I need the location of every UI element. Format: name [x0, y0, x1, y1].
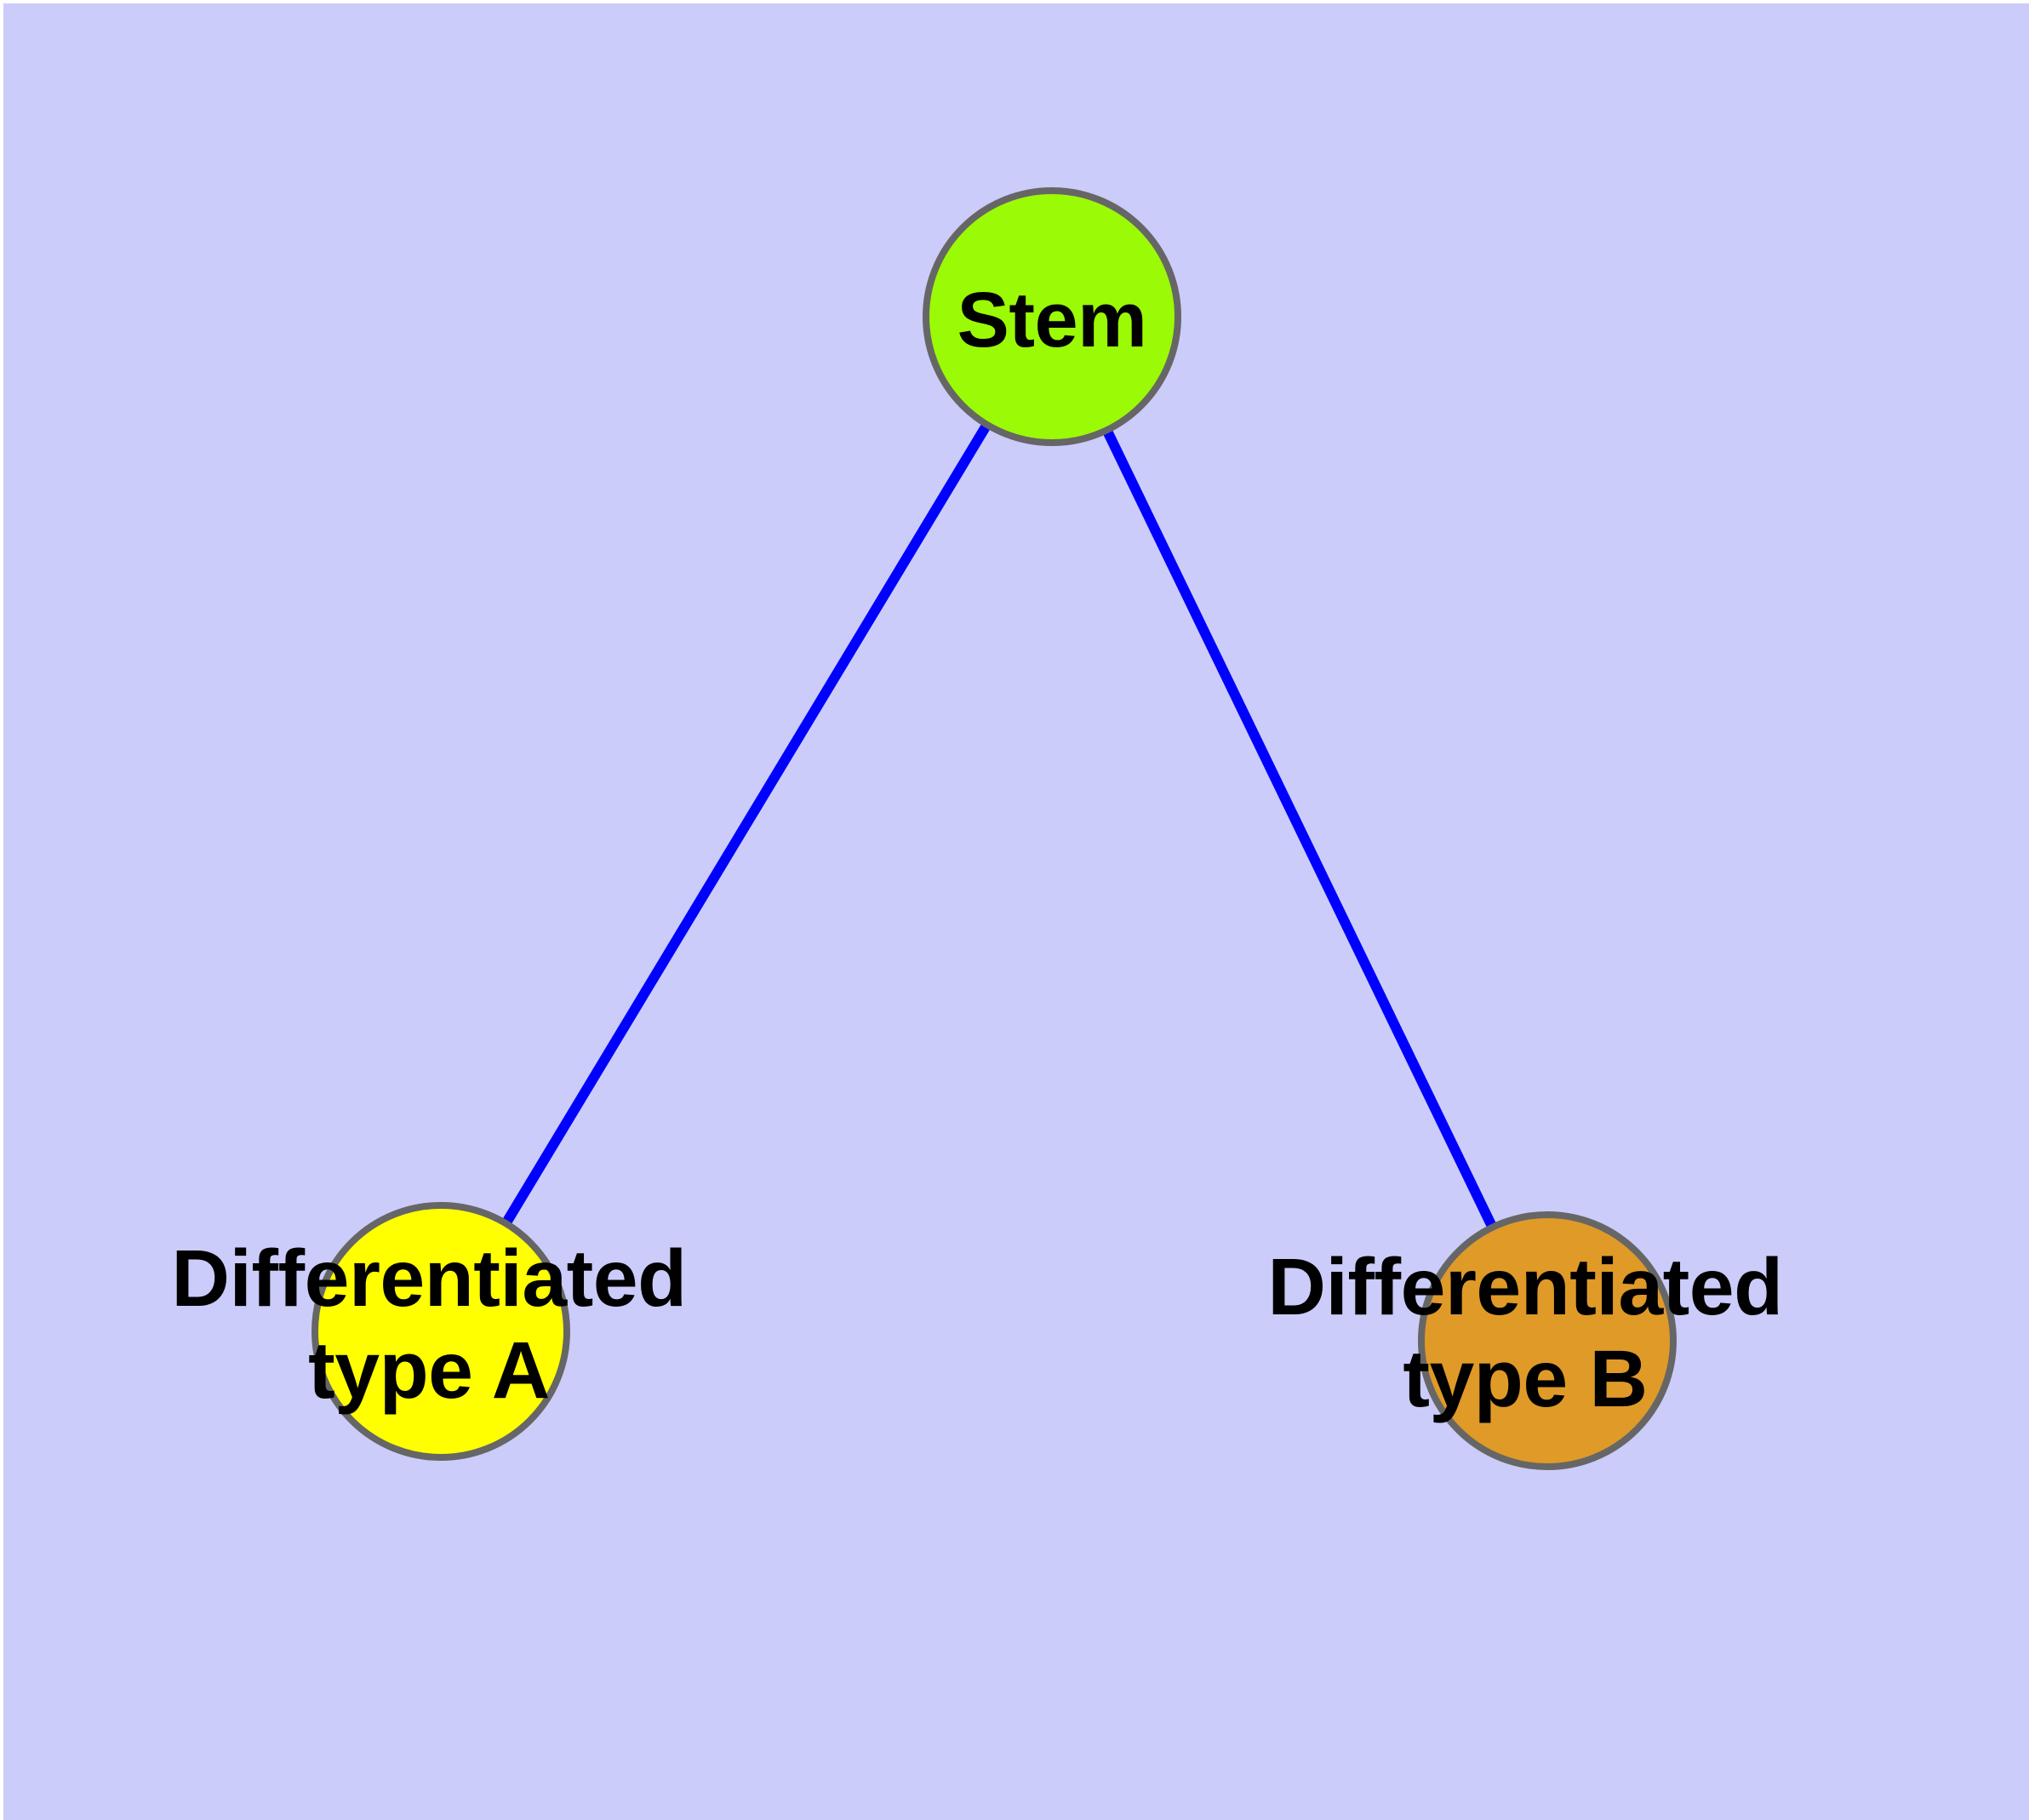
node-layer [311, 187, 1677, 1470]
edge-stem-to-differentiated-type-a[interactable] [436, 313, 1057, 1335]
node-differentiated-type-b[interactable] [1418, 1211, 1677, 1470]
edge-layer [436, 313, 1552, 1343]
edge-stem-to-differentiated-type-b[interactable] [1047, 314, 1552, 1343]
node-differentiated-type-a[interactable] [311, 1202, 570, 1461]
node-stem[interactable] [923, 187, 1181, 446]
